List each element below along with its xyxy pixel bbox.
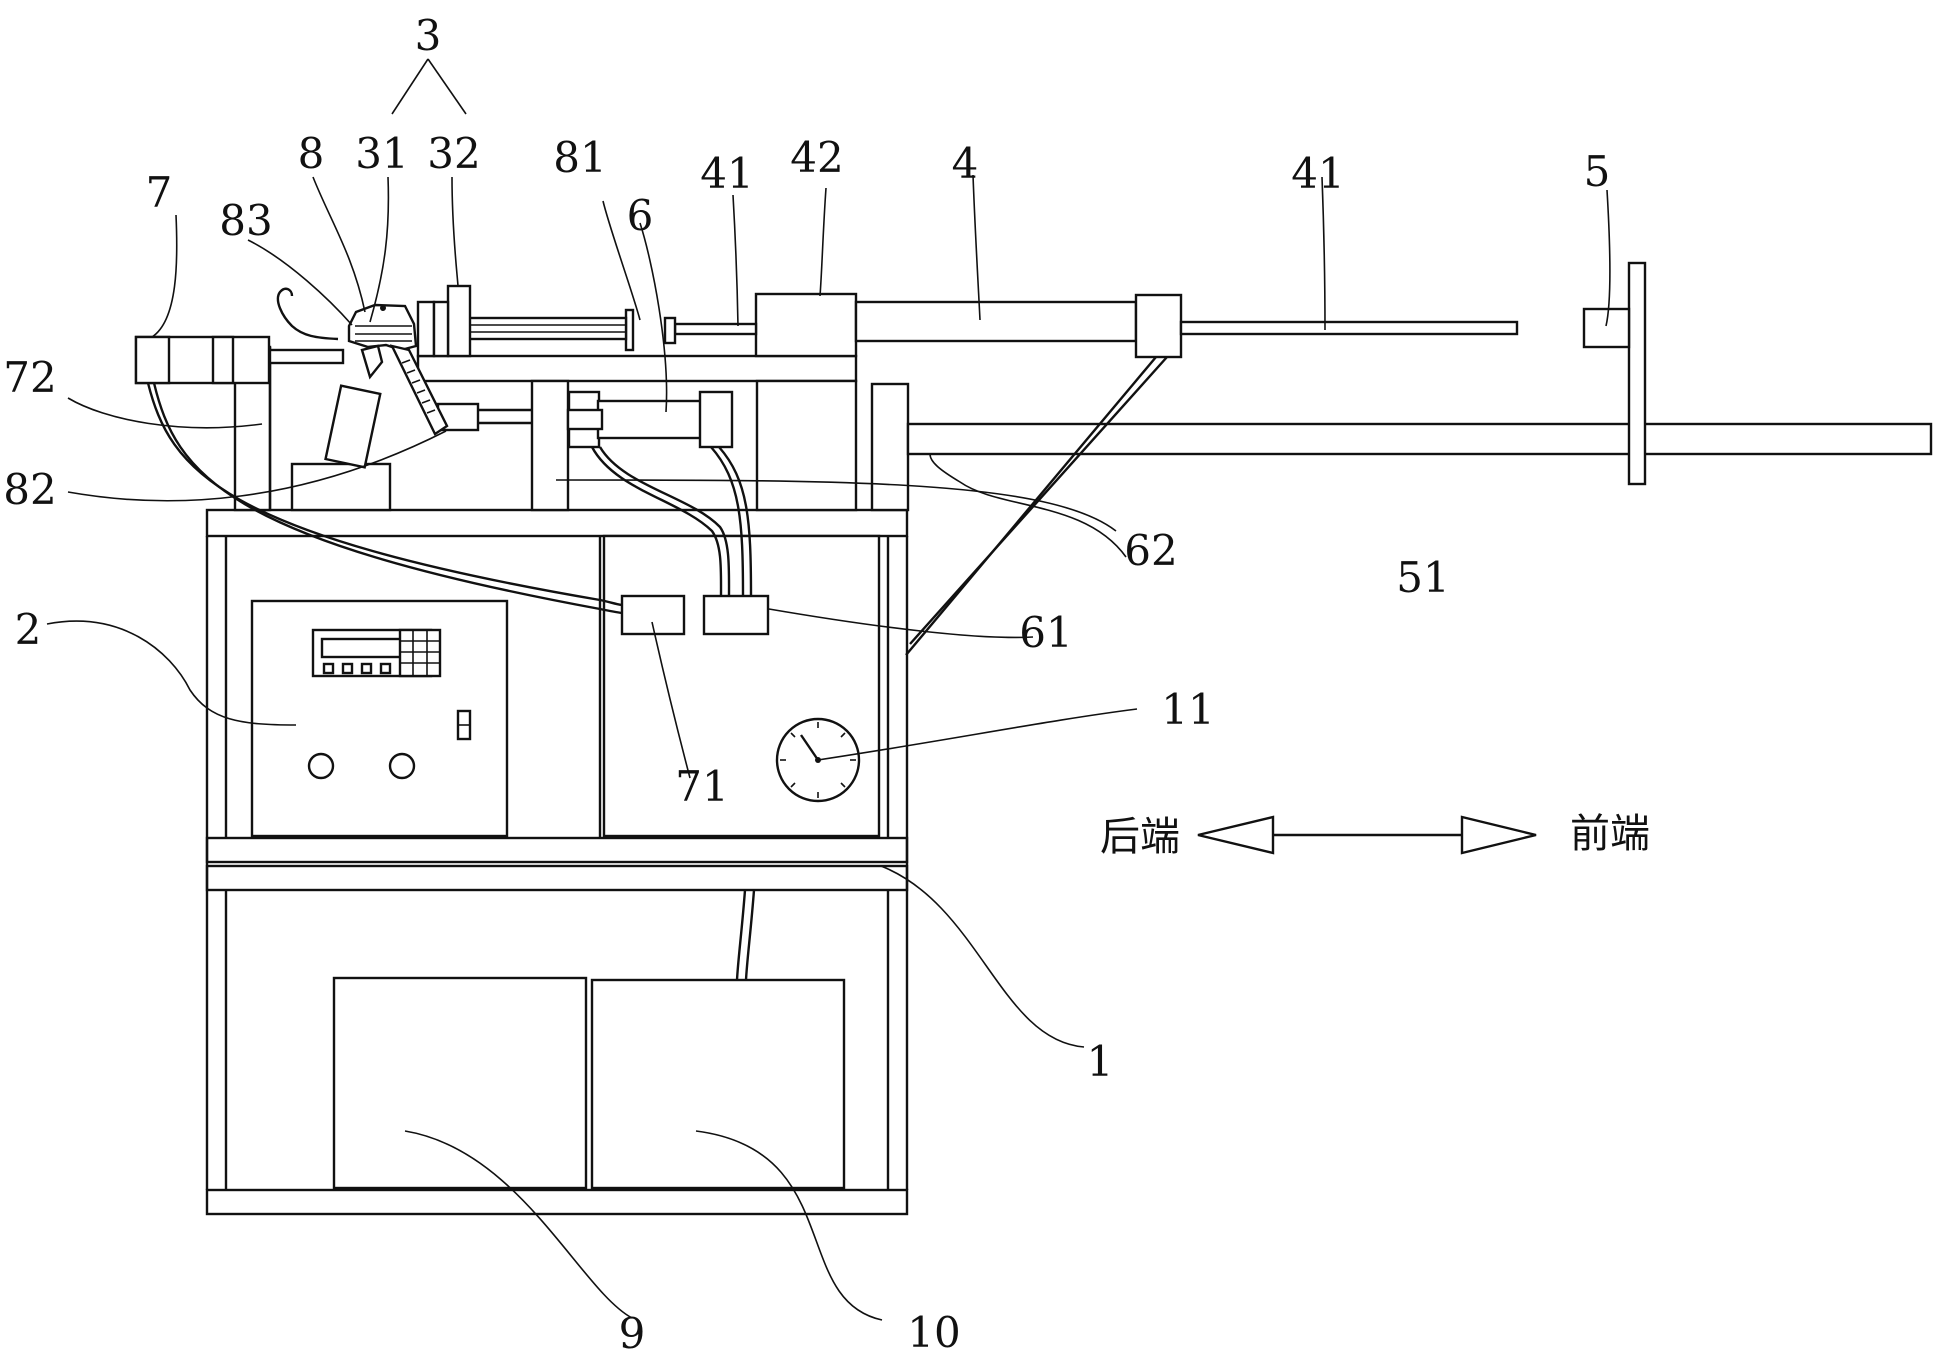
- label-8: 8: [298, 129, 325, 178]
- label-10: 10: [907, 1308, 960, 1357]
- front-stand: [1582, 261, 1647, 486]
- label-82: 82: [3, 465, 56, 514]
- pneumatic-panel: [602, 534, 881, 838]
- direction-indicator: 后端 前端: [1100, 811, 1650, 860]
- label-9: 9: [619, 1309, 646, 1358]
- lower-boxes: [332, 976, 846, 1190]
- valve-61: [702, 594, 770, 636]
- leader-lines: [46, 58, 1611, 1321]
- rear-arrow-icon: [1197, 815, 1275, 855]
- label-41-rear: 41: [700, 149, 753, 198]
- head-assembly: [416, 284, 472, 358]
- machine-frame: [205, 508, 909, 1216]
- rod-assembly: [446, 292, 1519, 359]
- rear-end-label: 后端: [1100, 814, 1180, 860]
- label-42: 42: [790, 133, 843, 182]
- label-72: 72: [3, 353, 56, 402]
- rear-rack: [134, 335, 392, 512]
- front-arrow-icon: [1460, 815, 1537, 855]
- label-2: 2: [15, 605, 42, 654]
- label-51: 51: [1396, 553, 1449, 602]
- control-box: [250, 599, 509, 838]
- label-61: 61: [1019, 608, 1072, 657]
- label-4: 4: [952, 139, 979, 188]
- label-3: 3: [415, 11, 442, 60]
- label-1: 1: [1087, 1037, 1114, 1086]
- reference-numerals: 3 31 32 8 83 7 72 82 81 6 41 42 4 41 5 6…: [3, 11, 1610, 1358]
- label-62: 62: [1124, 526, 1177, 575]
- cylinder-assembly: [416, 354, 858, 512]
- label-41-front: 41: [1291, 149, 1344, 198]
- label-83: 83: [219, 196, 272, 245]
- crimping-tool: [276, 287, 449, 436]
- label-32: 32: [427, 129, 480, 178]
- label-71: 71: [675, 762, 728, 811]
- front-end-label: 前端: [1570, 811, 1650, 857]
- front-rail: [870, 382, 1933, 512]
- label-81: 81: [553, 133, 606, 182]
- label-11: 11: [1161, 685, 1214, 734]
- label-7: 7: [146, 168, 173, 217]
- label-5: 5: [1584, 147, 1611, 196]
- label-31: 31: [355, 129, 408, 178]
- label-6: 6: [627, 191, 654, 240]
